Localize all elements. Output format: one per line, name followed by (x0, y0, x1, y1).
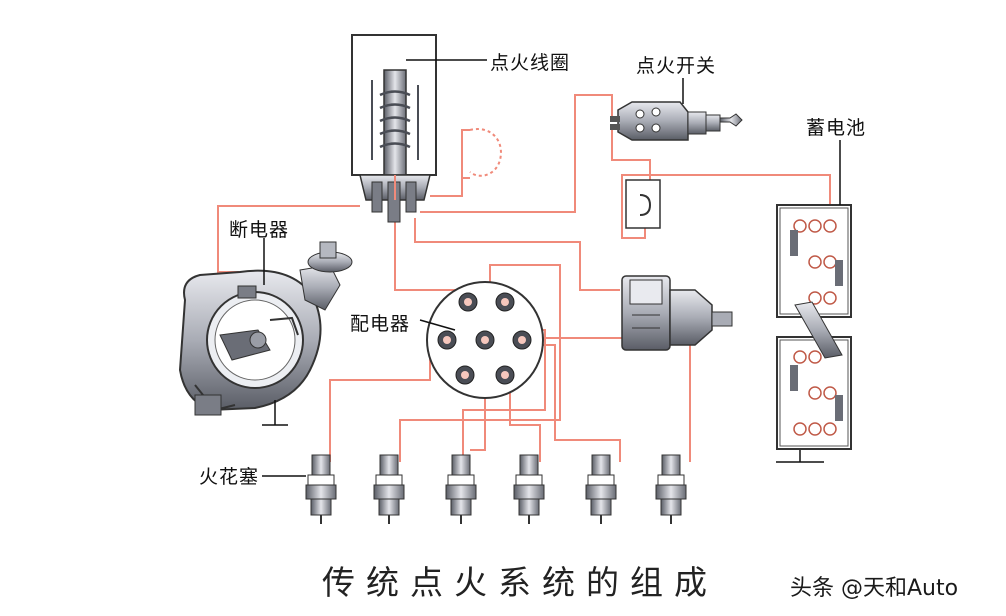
label-battery: 蓄电池 (806, 117, 867, 139)
spark-plug-4 (513, 454, 545, 524)
label-breaker: 断电器 (229, 219, 290, 241)
spark-plug-1 (305, 454, 337, 524)
diagram-caption: 传统点火系统的组成 (322, 563, 718, 602)
watermark: 头条 @天和Auto (790, 576, 959, 601)
breaker-assembly (178, 241, 353, 426)
spark-plug-5 (585, 454, 617, 524)
spark-plug-2 (373, 454, 405, 524)
label-distributor: 配电器 (350, 313, 411, 335)
label-spark-plug: 火花塞 (199, 466, 260, 488)
starter-motor (621, 275, 733, 351)
ignition-coil (351, 34, 437, 223)
ignition-switch (610, 101, 743, 141)
distributor-leader-line (419, 319, 456, 331)
spark-plug-6 (655, 454, 687, 524)
relay-box (625, 179, 661, 229)
battery (776, 204, 852, 463)
label-ignition-switch: 点火开关 (636, 55, 717, 77)
spark-plug-3 (445, 454, 477, 524)
label-ignition-coil: 点火线圈 (490, 52, 571, 74)
distributor-cap (426, 281, 544, 399)
